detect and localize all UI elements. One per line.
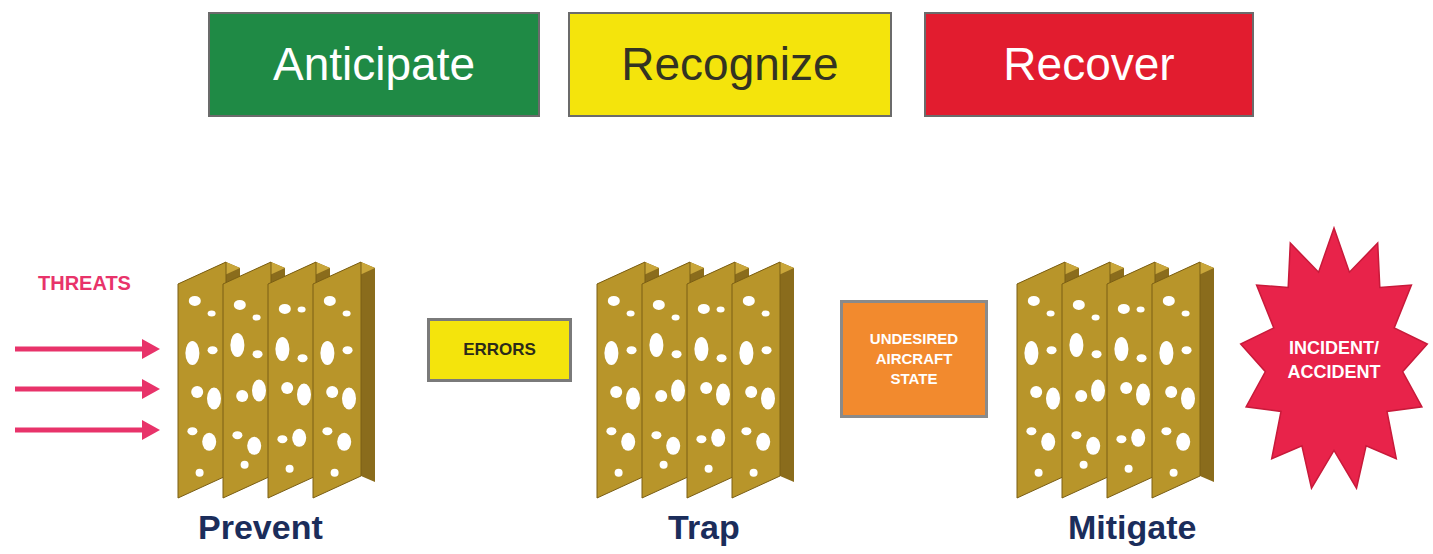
node-text: ERRORS: [463, 339, 536, 362]
starburst-outline: [1238, 226, 1430, 494]
node-text: UNDESIRED AIRCRAFT STATE: [854, 329, 974, 390]
anticipate-box: Anticipate: [208, 12, 540, 117]
threat-arrows: [15, 339, 160, 440]
node-text: Recover: [1003, 33, 1174, 95]
errors-box: ERRORS: [427, 318, 572, 382]
node-text: INCIDENT/ ACCIDENT: [1277, 336, 1392, 385]
state-box: UNDESIRED AIRCRAFT STATE: [840, 300, 988, 418]
cheese-slice: [732, 262, 794, 498]
cheese-slice: [1152, 262, 1214, 498]
cheese-slice: [313, 262, 375, 498]
stage-label: Prevent: [198, 508, 323, 547]
stage-label: Mitigate: [1068, 508, 1196, 547]
recover-box: Recover: [924, 12, 1254, 117]
incident-starburst: INCIDENT/ ACCIDENT: [1238, 226, 1430, 494]
stage-label: Trap: [668, 508, 740, 547]
threats-label: THREATS: [38, 272, 131, 295]
node-text: Recognize: [621, 33, 838, 95]
cheese-slices: [178, 262, 1214, 498]
recognize-box: Recognize: [568, 12, 892, 117]
node-text: Anticipate: [273, 33, 475, 95]
